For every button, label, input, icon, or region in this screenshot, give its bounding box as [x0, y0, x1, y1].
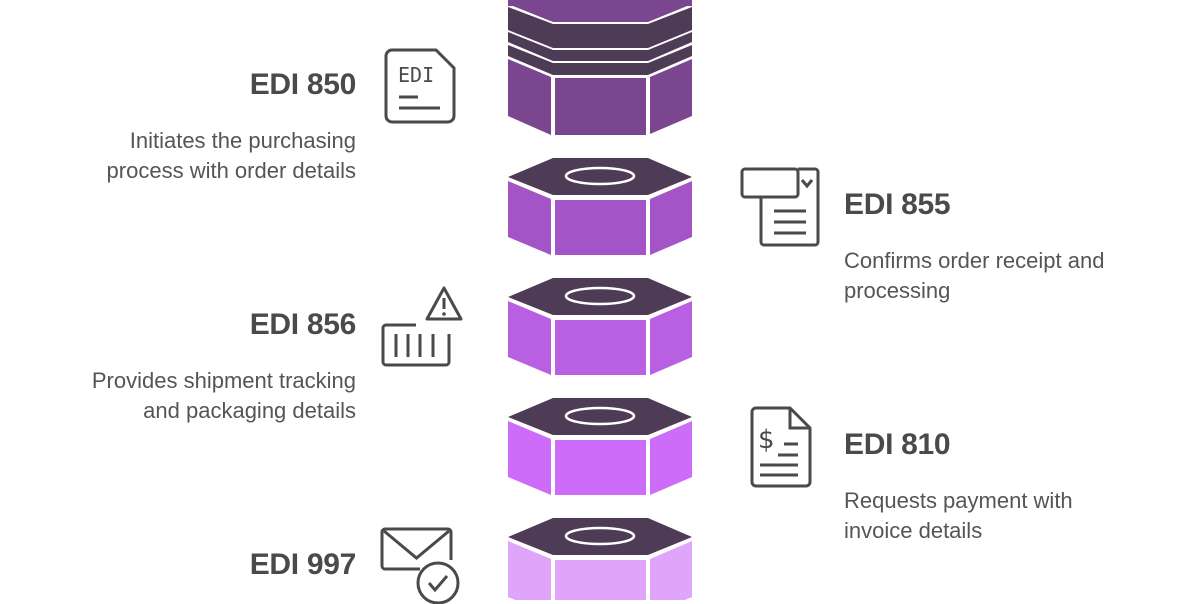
nut-edi-856	[508, 278, 692, 375]
step-description-edi-850: Initiates the purchasing process with or…	[20, 126, 356, 186]
nut-hole	[564, 286, 636, 306]
nut-band	[508, 32, 692, 61]
svg-text:$: $	[758, 425, 775, 455]
step-description-edi-810: Requests payment with invoice details	[844, 486, 1184, 546]
nut-side-left	[508, 301, 551, 375]
description-line: Requests payment with	[844, 488, 1073, 513]
nut-hole	[564, 166, 636, 186]
description-line: Provides shipment tracking	[91, 368, 356, 393]
nut-edi-997	[508, 518, 692, 600]
shipping-container-warning-icon	[381, 286, 463, 367]
nut-band	[508, 7, 692, 48]
nut-side-front	[555, 320, 646, 375]
nut-top-face	[508, 398, 692, 435]
nut-side-left	[508, 181, 551, 255]
step-title-edi-856: EDI 856	[249, 308, 357, 341]
nut-band	[508, 45, 692, 75]
nut-side-left	[508, 59, 551, 135]
nut-edi-810	[508, 398, 692, 495]
description-line: process with order details	[106, 158, 356, 183]
nut-top-plate	[508, 0, 692, 22]
nut-top-face	[508, 278, 692, 315]
step-description-edi-855: Confirms order receipt and processing	[844, 246, 1184, 306]
svg-text:EDI: EDI	[398, 63, 434, 87]
step-description-edi-856: Provides shipment tracking and packaging…	[20, 366, 356, 426]
nut-side-right	[650, 541, 692, 600]
nut-top-face	[508, 518, 692, 555]
nut-side-left	[508, 421, 551, 495]
description-line: Initiates the purchasing	[129, 128, 356, 153]
mail-check-icon	[380, 527, 460, 604]
nut-side-right	[650, 301, 692, 375]
nut-side-left	[508, 541, 551, 600]
step-title-edi-810: EDI 810	[844, 428, 951, 461]
nut-edi-855	[508, 158, 692, 255]
nut-side-right	[650, 181, 692, 255]
edi-document-icon: EDI	[384, 48, 456, 124]
nut-edi-850	[508, 0, 692, 135]
nut-hole	[564, 526, 636, 546]
order-confirmation-icon	[740, 167, 820, 247]
step-title-edi-850: EDI 850	[249, 68, 357, 101]
invoice-icon: $	[750, 406, 812, 488]
nut-side-front	[555, 200, 646, 255]
description-line: Confirms order receipt and	[844, 248, 1105, 273]
step-title-edi-855: EDI 855	[844, 188, 951, 221]
nut-side-right	[650, 421, 692, 495]
nut-top-face	[508, 158, 692, 195]
nut-side-right	[650, 59, 692, 134]
nut-hole	[564, 406, 636, 426]
description-line: invoice details	[844, 518, 983, 543]
description-line: processing	[844, 278, 951, 303]
nut-side-front	[555, 560, 646, 600]
nut-side-front	[555, 440, 646, 495]
description-line: and packaging details	[143, 398, 356, 423]
step-title-edi-997: EDI 997	[249, 548, 357, 581]
nut-side-front	[555, 78, 646, 135]
